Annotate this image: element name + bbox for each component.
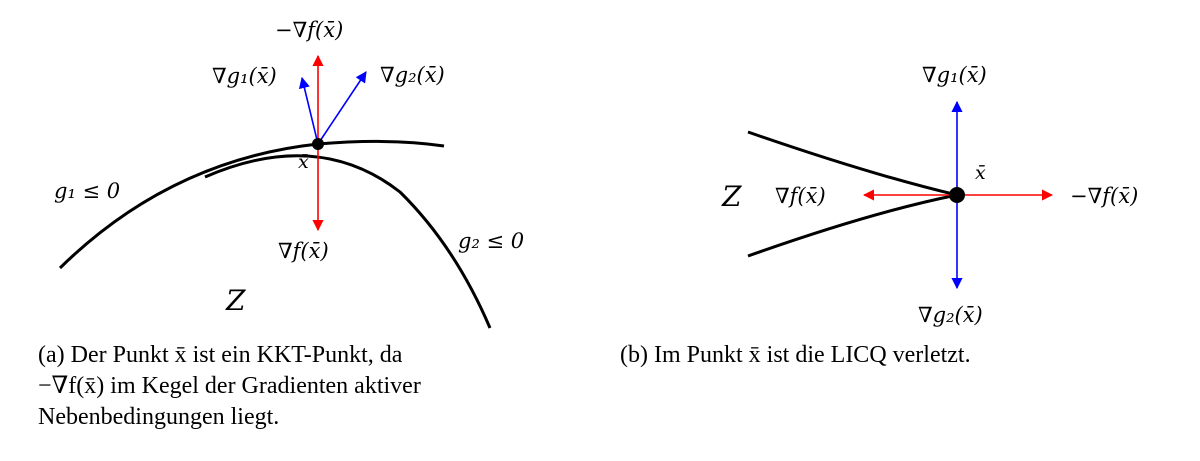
- label-grad-g1: ∇g₁(x̄): [922, 63, 987, 87]
- label-point-x-bar: x̄: [298, 151, 309, 173]
- label-feasible-set-z: Z: [721, 180, 742, 213]
- kkt-point: [312, 138, 324, 150]
- label-grad-f: ∇f(x̄): [775, 184, 826, 208]
- label-g1-constraint: g₁ ≤ 0: [54, 179, 120, 203]
- constraint-curve-g2: [204, 154, 492, 329]
- caption-a-line-1: (a) Der Punkt x̄ ist ein KKT-Punkt, da: [38, 340, 598, 371]
- label-neg-grad-f: −∇f(x̄): [1070, 184, 1138, 208]
- caption-a-text-1: Der Punkt x̄ ist ein KKT-Punkt, da: [70, 342, 403, 368]
- label-neg-grad-f: −∇f(x̄): [275, 18, 343, 42]
- label-grad-f: ∇f(x̄): [278, 239, 329, 263]
- cusp-curve-upper: [747, 130, 958, 197]
- caption-a-line-3: Nebenbedingungen liegt.: [38, 404, 280, 430]
- label-point-x-bar: x̄: [975, 162, 986, 184]
- grad-g1-arrow: [298, 76, 319, 145]
- constraint-curve-g1: [58, 139, 445, 270]
- grad-g2-arrow: [317, 71, 367, 145]
- caption-a-line-2: −∇f(x̄) im Kegel der Gradienten aktiver: [38, 373, 421, 399]
- panel-a: −∇f(x̄) ∇g₁(x̄) ∇g₂(x̄) x̄ g₁ ≤ 0 g₂ ≤ 0…: [54, 18, 524, 329]
- licq-point: [949, 187, 965, 203]
- panel-b: ∇g₁(x̄) x̄ Z ∇f(x̄) −∇f(x̄) ∇g₂(x̄): [721, 63, 1138, 327]
- caption-b-text: Im Punkt x̄ ist die LICQ verletzt.: [653, 342, 971, 368]
- cusp-curve-lower: [747, 193, 958, 258]
- caption-panel-a: (a) Der Punkt x̄ ist ein KKT-Punkt, da −…: [38, 340, 598, 433]
- caption-panel-b: (b) Im Punkt x̄ ist die LICQ verletzt.: [620, 340, 1180, 371]
- label-feasible-set-z: Z: [225, 284, 246, 317]
- label-grad-g1: ∇g₁(x̄): [212, 64, 277, 88]
- caption-a-tag: (a): [38, 342, 65, 368]
- label-grad-g2: ∇g₂(x̄): [918, 303, 983, 327]
- label-g2-constraint: g₂ ≤ 0: [458, 229, 524, 253]
- label-grad-g2: ∇g₂(x̄): [380, 63, 445, 87]
- caption-b-tag: (b): [620, 342, 648, 368]
